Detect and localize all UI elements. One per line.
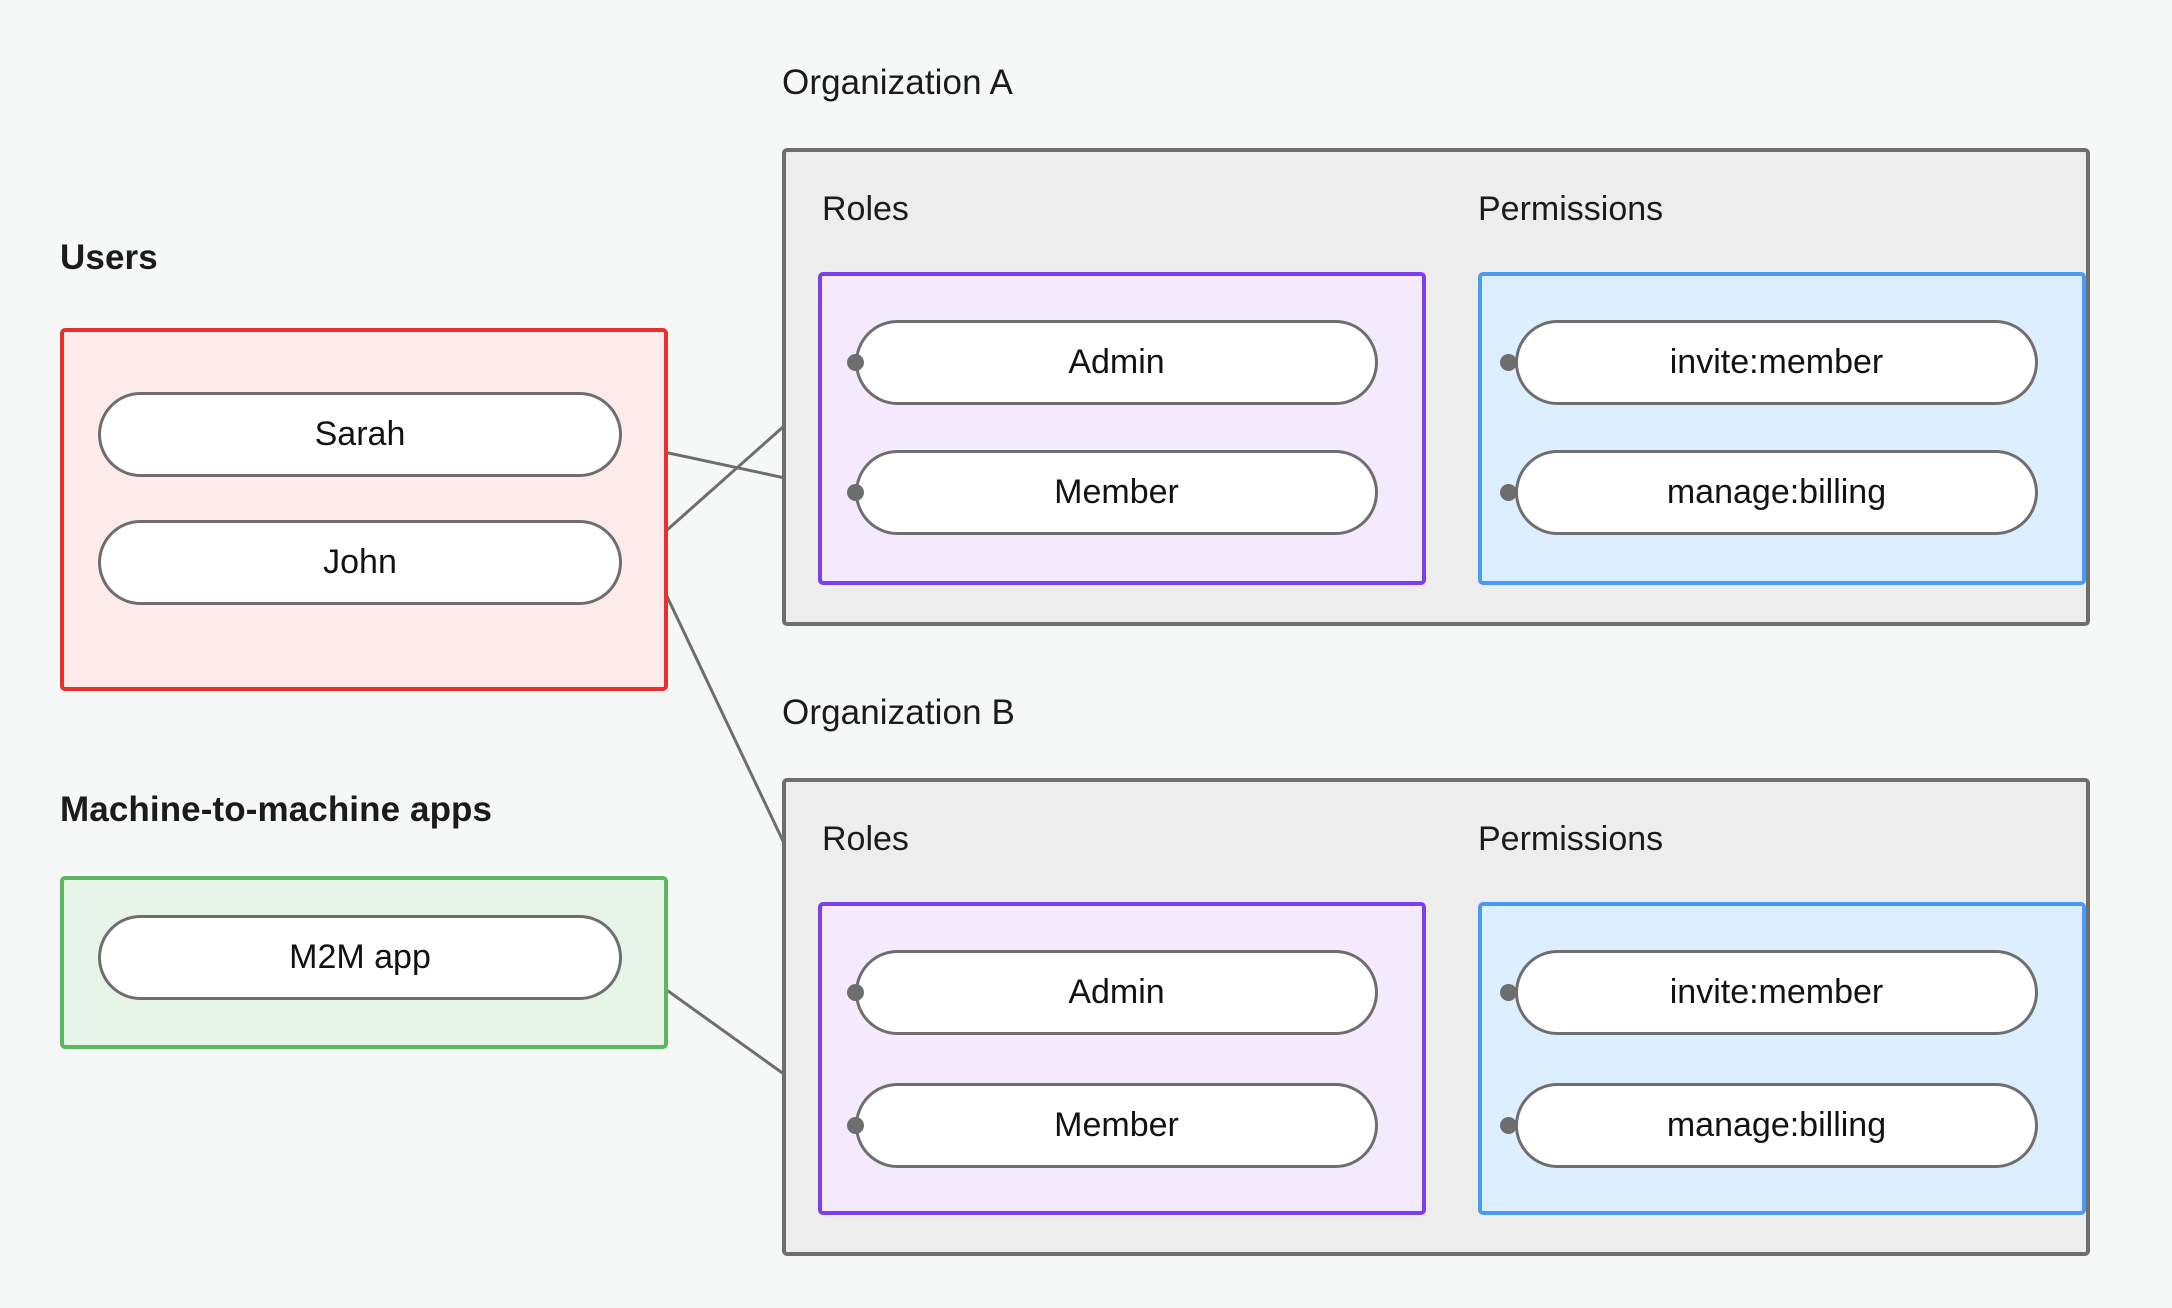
organization-b-permissions-container <box>1478 902 2086 1215</box>
organization-a-permission-invite-member[interactable]: invite:member <box>1515 320 2038 405</box>
organization-a-roles-container <box>818 272 1426 585</box>
organization-a-roles-label: Roles <box>822 190 909 228</box>
organization-b-permission-invite-member[interactable]: invite:member <box>1515 950 2038 1035</box>
user-node-sarah[interactable]: Sarah <box>98 392 622 477</box>
organization-b-roles-container <box>818 902 1426 1215</box>
connector-dot-orgB-billing-left <box>1500 1117 1517 1134</box>
organization-b-permissions-label: Permissions <box>1478 820 1664 858</box>
user-node-john[interactable]: John <box>98 520 622 605</box>
organization-a-permissions-container <box>1478 272 2086 585</box>
connector-dot-orgB-invite-left <box>1500 984 1517 1001</box>
connector-dot-orgA-admin-left <box>847 354 864 371</box>
organization-a-permissions-label: Permissions <box>1478 190 1664 228</box>
connector-dot-orgB-member-left <box>847 1117 864 1134</box>
organization-b-roles-label: Roles <box>822 820 909 858</box>
connector-dot-orgA-member-left <box>847 484 864 501</box>
users-container <box>60 328 668 691</box>
organization-b-role-member[interactable]: Member <box>855 1083 1378 1168</box>
organization-a-role-admin[interactable]: Admin <box>855 320 1378 405</box>
organization-b-title: Organization B <box>782 693 1015 732</box>
connector-dot-orgA-invite-left <box>1500 354 1517 371</box>
m2m-group-title: Machine-to-machine apps <box>60 790 493 829</box>
connector-dot-orgB-admin-left <box>847 984 864 1001</box>
connector-dot-orgA-billing-left <box>1500 484 1517 501</box>
organization-a-role-member[interactable]: Member <box>855 450 1378 535</box>
organization-a-permission-manage-billing[interactable]: manage:billing <box>1515 450 2038 535</box>
organization-b-permission-manage-billing[interactable]: manage:billing <box>1515 1083 2038 1168</box>
m2m-node-app[interactable]: M2M app <box>98 915 622 1000</box>
users-group-title: Users <box>60 238 158 277</box>
organization-a-title: Organization A <box>782 63 1013 102</box>
organization-b-role-admin[interactable]: Admin <box>855 950 1378 1035</box>
